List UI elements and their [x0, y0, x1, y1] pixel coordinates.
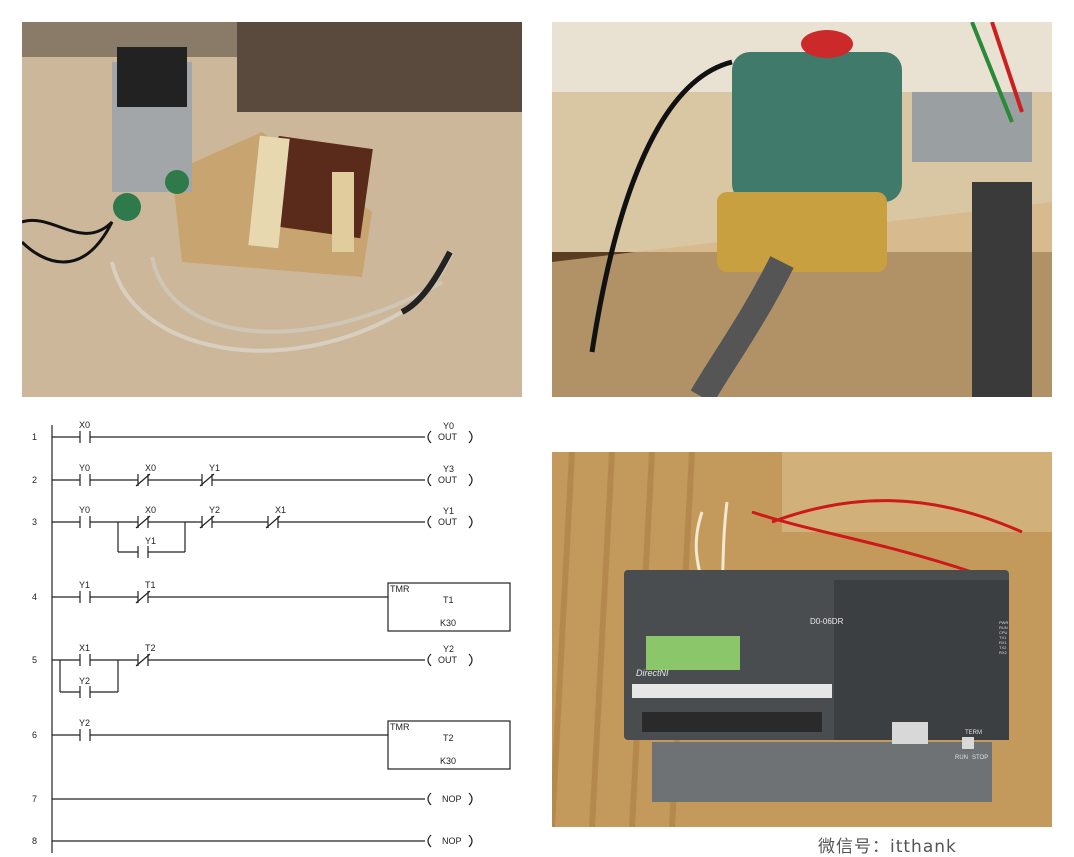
- contact-label: X0: [145, 505, 156, 515]
- contact-label: X0: [79, 420, 90, 430]
- plc-led-label: TX1: [999, 635, 1007, 640]
- rung-number: 6: [32, 730, 37, 740]
- photo-solenoid-valve: [552, 22, 1052, 397]
- contact-label: T2: [145, 643, 156, 653]
- plc-led-label: CPU: [999, 630, 1008, 635]
- contact-label: Y2: [79, 718, 90, 728]
- coil-type: OUT: [438, 432, 458, 442]
- ladder-diagram: 1 2 3 4 5 6 7 8 X0 Y0 OUT Y0 X0 Y1 Y3 OU…: [32, 420, 511, 853]
- timer-preset: K30: [440, 756, 456, 766]
- watermark: 微信号：itthank: [818, 837, 957, 857]
- photo-assembly-on-carpet: [22, 22, 522, 397]
- plc-brand-label: DirectNI: [636, 668, 669, 678]
- plc-led-label: RUN: [999, 625, 1008, 630]
- contact-label: X1: [275, 505, 286, 515]
- contact-label: Y0: [79, 505, 90, 515]
- contact-label: Y2: [79, 676, 90, 686]
- plc-led-label: RX1: [999, 640, 1008, 645]
- timer-kind: TMR: [390, 722, 410, 732]
- plc-switch-stop: STOP: [972, 755, 988, 761]
- plc-switch-label: TERM: [965, 730, 982, 736]
- rung-number: 1: [32, 432, 37, 442]
- timer-preset: K30: [440, 618, 456, 628]
- coil-type: OUT: [438, 517, 458, 527]
- plc-led-label: TX2: [999, 645, 1007, 650]
- rung-number: 8: [32, 836, 37, 846]
- timer-name: T1: [443, 595, 454, 605]
- plc-switch-run: RUN: [955, 755, 968, 761]
- contact-label: Y1: [209, 463, 220, 473]
- contact-label: Y0: [79, 463, 90, 473]
- coil-label: NOP: [442, 836, 462, 846]
- rung-number: 2: [32, 475, 37, 485]
- timer-name: T2: [443, 733, 454, 743]
- coil-label: Y2: [443, 644, 454, 654]
- plc-model-label: D0-06DR: [810, 617, 844, 626]
- coil-label: Y1: [443, 506, 454, 516]
- contact-label: Y2: [209, 505, 220, 515]
- rung-number: 5: [32, 655, 37, 665]
- contact-label: T1: [145, 580, 156, 590]
- coil-type: OUT: [438, 475, 458, 485]
- contact-label: X1: [79, 643, 90, 653]
- contact-label: X0: [145, 463, 156, 473]
- contact-label: Y1: [145, 536, 156, 546]
- rung-number: 3: [32, 517, 37, 527]
- rung-number: 7: [32, 794, 37, 804]
- rung-number: 4: [32, 592, 37, 602]
- photo-plc: D0-06DR DirectNI TERM RUN STOP PWR RUN C…: [552, 452, 1052, 827]
- coil-label: Y0: [443, 421, 454, 431]
- plc-led-label: PWR: [999, 620, 1008, 625]
- contact-label: Y1: [79, 580, 90, 590]
- coil-label: NOP: [442, 794, 462, 804]
- timer-kind: TMR: [390, 584, 410, 594]
- coil-label: Y3: [443, 464, 454, 474]
- coil-type: OUT: [438, 655, 458, 665]
- plc-led-label: RX2: [999, 650, 1008, 655]
